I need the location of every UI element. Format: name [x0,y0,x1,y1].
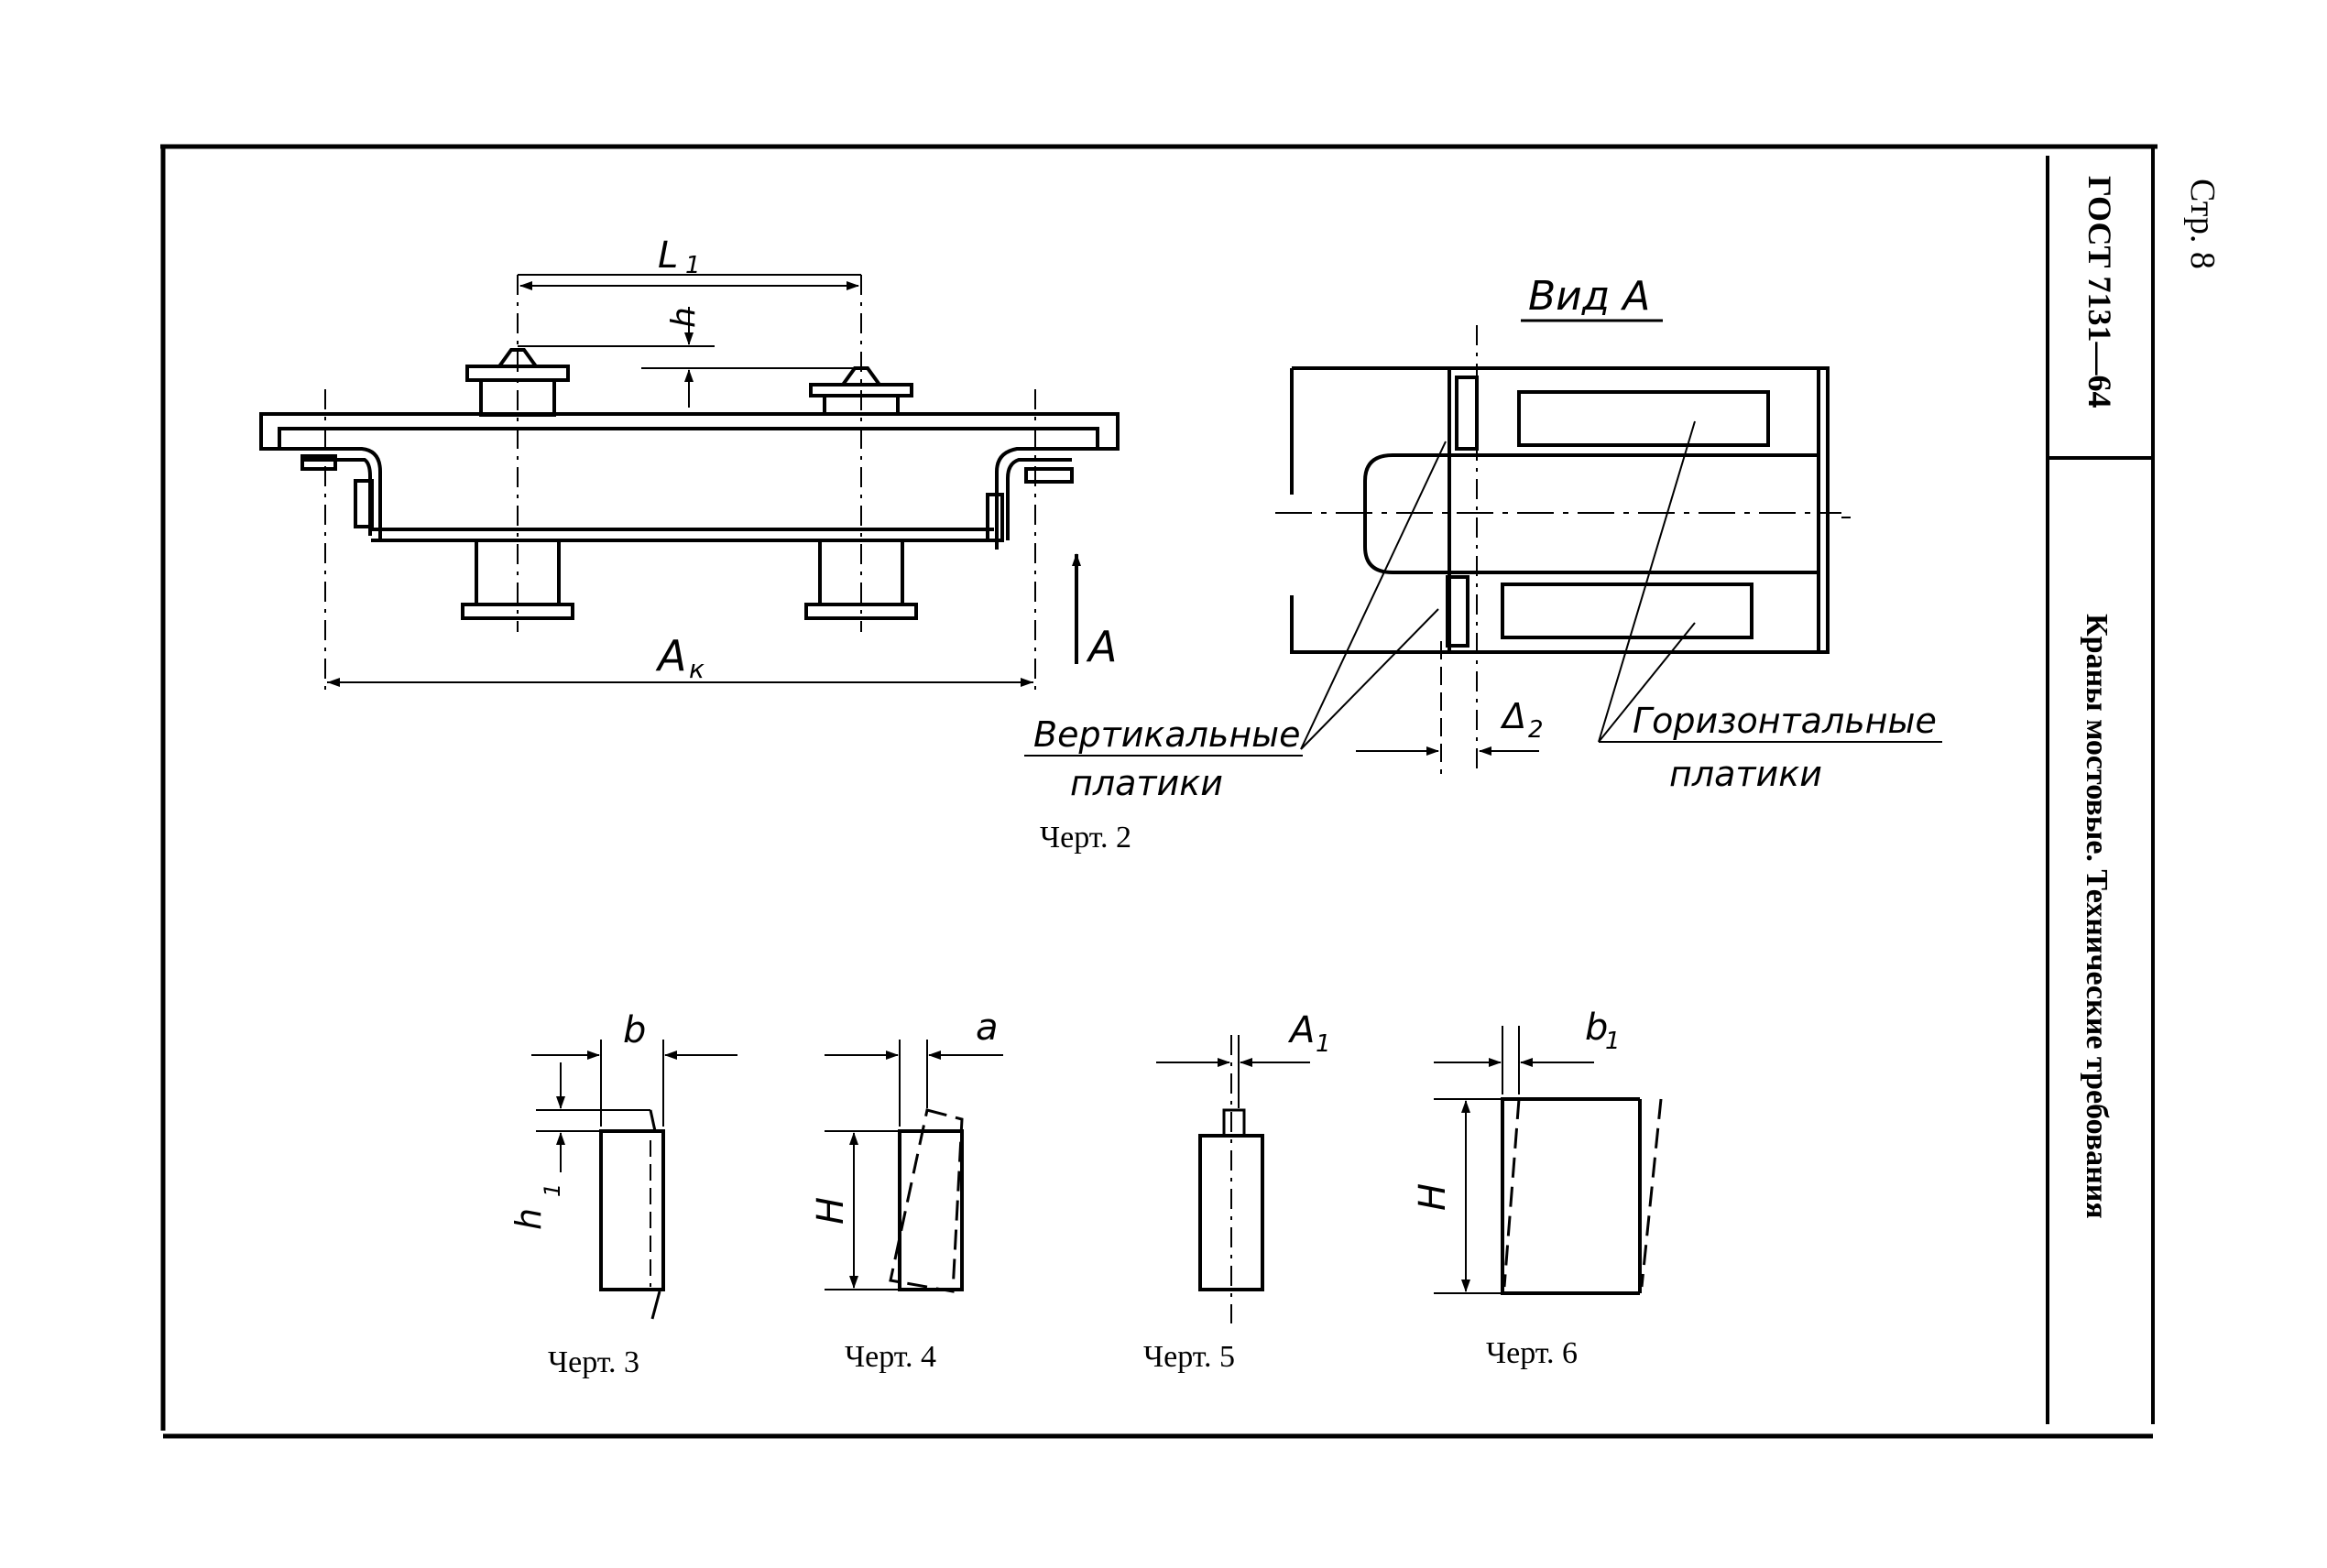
dim-h-upper-label: H [810,1197,852,1225]
drawing-4-caption: Черт. 4 [845,1340,936,1374]
drawing-3 [531,1040,737,1320]
drawing-2-view-a [1290,366,1830,654]
drawing-2-centerlines [324,275,1036,696]
dim-l1-sub: 1 [685,252,701,279]
page-number: Стр. 8 [2183,179,2222,269]
callout-vertical-line2: платики [1070,763,1223,803]
dim-b1-label: b [1585,1007,1608,1049]
view-a-title: Вид A [1528,273,1650,320]
dim-ak-label: A [655,631,686,681]
page-frame [160,144,2158,1439]
drawing-5-caption: Черт. 5 [1143,1340,1235,1374]
view-a-arrow-label: A [1086,622,1117,671]
dim-a1-sub: 1 [1316,1030,1331,1058]
dim-b1-sub: 1 [1605,1028,1621,1055]
drawing-4 [825,1040,1003,1293]
drawing-6-caption: Черт. 6 [1486,1336,1578,1370]
dim-h1-sub: 1 [540,1183,565,1197]
dim-h1-label: h [508,1208,549,1230]
callout-horizontal-line2: платики [1669,754,1822,794]
drawing-5 [1156,1035,1310,1323]
document-title: Краны мостовые. Технические требования [2080,614,2114,1219]
callout-vertical-line1: Вертикальные [1033,714,1301,755]
dim-b-label: b [623,1009,646,1051]
dim-h-drawing6-label: H [1412,1183,1454,1211]
drawing-2-view-a-lines [1024,319,1942,774]
callout-horizontal-line1: Горизонтальные [1633,701,1937,741]
drawing-6 [1434,1026,1663,1295]
delta2-label: Δ [1500,696,1526,736]
drawing-2-caption: Черт. 2 [1040,821,1131,855]
dim-a-label: a [976,1007,999,1049]
drawing-2-dimensions [327,274,1081,687]
dim-ak-sub: к [689,654,705,684]
dim-a1-label: A [1287,1009,1315,1051]
delta2-sub: 2 [1528,716,1544,744]
drawing-3-caption: Черт. 3 [548,1345,639,1379]
standard-number: ГОСТ 7131—64 [2081,176,2118,408]
dim-h-label: h [665,307,703,328]
dim-l1-label: L [658,234,678,277]
